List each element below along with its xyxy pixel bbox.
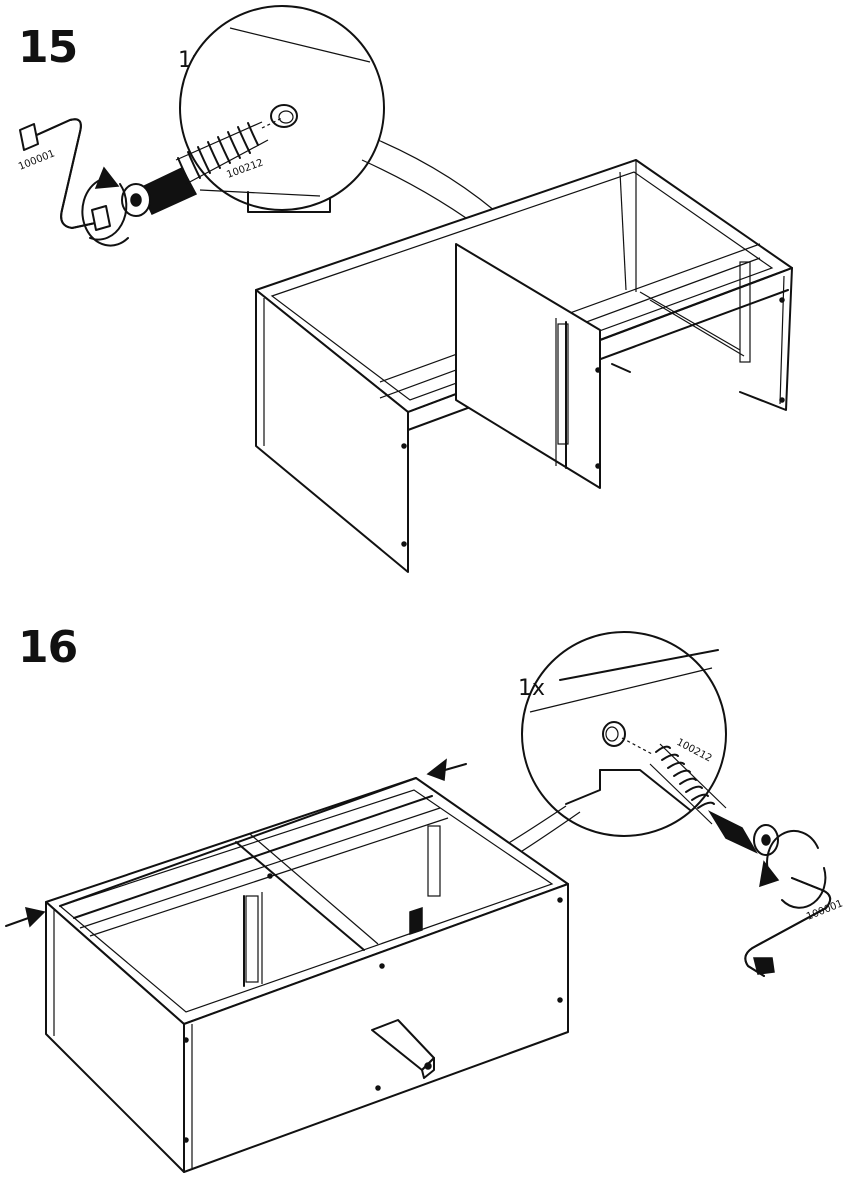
step-16-tool-label: 100001 — [805, 898, 845, 923]
push-arrow-icon — [6, 908, 44, 926]
step-16-cabinet — [46, 778, 568, 1172]
step-15-cabinet — [256, 160, 792, 572]
allen-key-icon — [745, 878, 830, 976]
step-16-number: 16 — [18, 622, 77, 673]
step-16-quantity: 1x — [518, 676, 545, 701]
push-arrow-icon — [428, 760, 466, 780]
step-15-tool-label: 100001 — [17, 148, 57, 173]
allen-key-icon — [20, 119, 110, 230]
